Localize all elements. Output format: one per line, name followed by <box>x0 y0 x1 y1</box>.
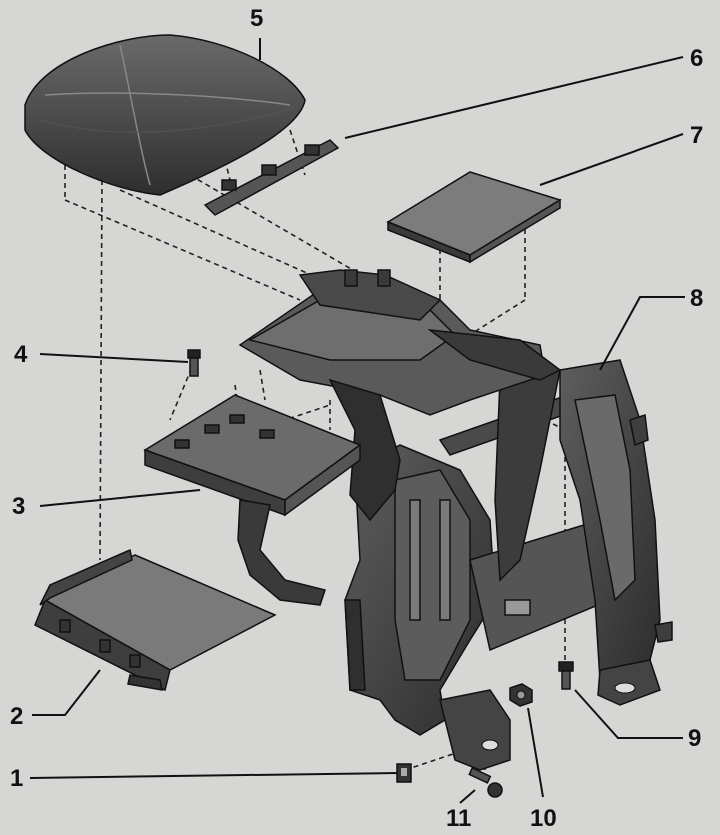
leader-lines <box>29 38 685 804</box>
main-frame-part <box>344 359 673 771</box>
callout-8: 8 <box>690 285 703 312</box>
callout-5: 5 <box>250 5 263 32</box>
callout-9: 9 <box>688 725 701 752</box>
cover-plate-part-7 <box>386 171 562 264</box>
callout-1: 1 <box>10 765 23 792</box>
clip-part-1 <box>396 763 412 783</box>
callout-11: 11 <box>446 805 471 832</box>
hinge-strip-part-6 <box>203 139 340 216</box>
callout-6: 6 <box>690 45 703 72</box>
screw-part-4 <box>187 349 201 377</box>
callout-2: 2 <box>10 703 23 730</box>
callout-10: 10 <box>530 805 557 832</box>
callout-4: 4 <box>14 341 28 368</box>
screw-part-9 <box>558 661 574 690</box>
armrest-lid-part-5 <box>24 34 306 196</box>
callout-numbers: 1 2 3 4 5 6 7 8 9 10 11 <box>10 5 703 832</box>
bottom-tray-part-2 <box>34 548 277 692</box>
bolt-part-11 <box>468 767 503 798</box>
callout-7: 7 <box>690 122 703 149</box>
tray-part-3 <box>143 394 362 606</box>
upper-bracket-part <box>238 269 562 522</box>
callout-3: 3 <box>12 493 25 520</box>
nut-part-10 <box>509 683 533 707</box>
